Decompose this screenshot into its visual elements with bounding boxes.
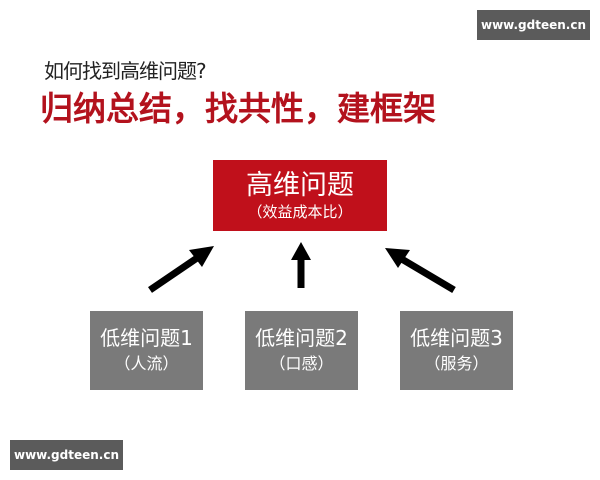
watermark-top: www.gdteen.cn [477,10,590,40]
arrow-right-icon [385,248,456,294]
question-text: 如何找到高维问题? [44,59,207,83]
arrow-center-icon [291,242,311,288]
arrow-left-icon [148,246,214,293]
low-problem-title: 低维问题1 [100,326,193,350]
low-problem-subtitle: （人流） [114,354,179,373]
low-problem-box-3: 低维问题3 （服务） [400,311,513,390]
watermark-bottom: www.gdteen.cn [10,440,123,470]
low-problem-subtitle: （服务） [424,354,489,373]
low-problem-title: 低维问题3 [410,326,503,350]
low-problem-box-1: 低维问题1 （人流） [90,311,203,390]
high-problem-subtitle: （效益成本比） [247,202,353,221]
low-problem-subtitle: （口感） [269,354,334,373]
headline: 归纳总结，找共性，建框架 [40,89,436,128]
low-problem-title: 低维问题2 [255,326,348,350]
high-problem-title: 高维问题 [246,169,354,201]
high-problem-box: 高维问题 （效益成本比） [213,160,387,231]
low-problem-box-2: 低维问题2 （口感） [245,311,358,390]
